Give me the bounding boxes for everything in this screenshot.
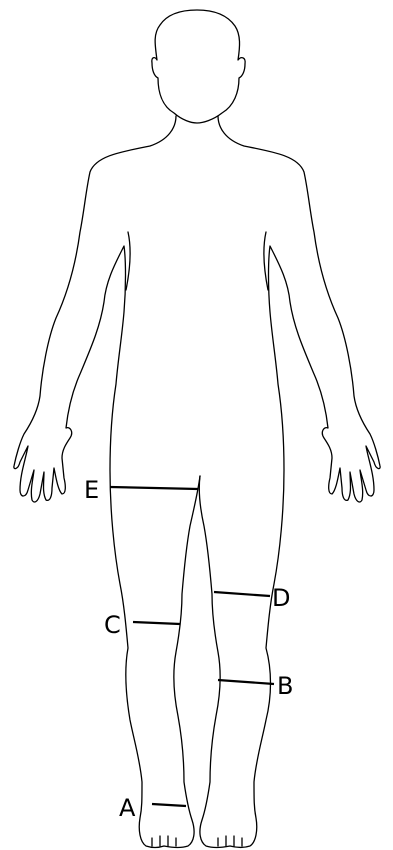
marker-label-b: B [277,672,293,700]
head-outline [152,10,245,123]
marker-line-c [133,622,180,624]
marker-line-e [110,487,198,489]
marker-line-a [152,804,186,806]
right-foot-toes [218,836,242,846]
marker-label-a: A [119,794,136,822]
left-inner-arm [126,232,130,290]
measurement-markers: A B C D E [84,476,293,822]
marker-label-c: C [104,611,121,639]
left-foot-toes [152,836,176,846]
marker-label-d: D [272,584,290,612]
right-inner-arm [264,232,268,290]
body-right-contour [199,116,380,848]
human-body-outline [14,10,380,848]
marker-line-b [218,680,274,684]
body-left-contour [14,116,200,848]
marker-label-e: E [84,476,99,504]
marker-line-d [214,592,270,596]
